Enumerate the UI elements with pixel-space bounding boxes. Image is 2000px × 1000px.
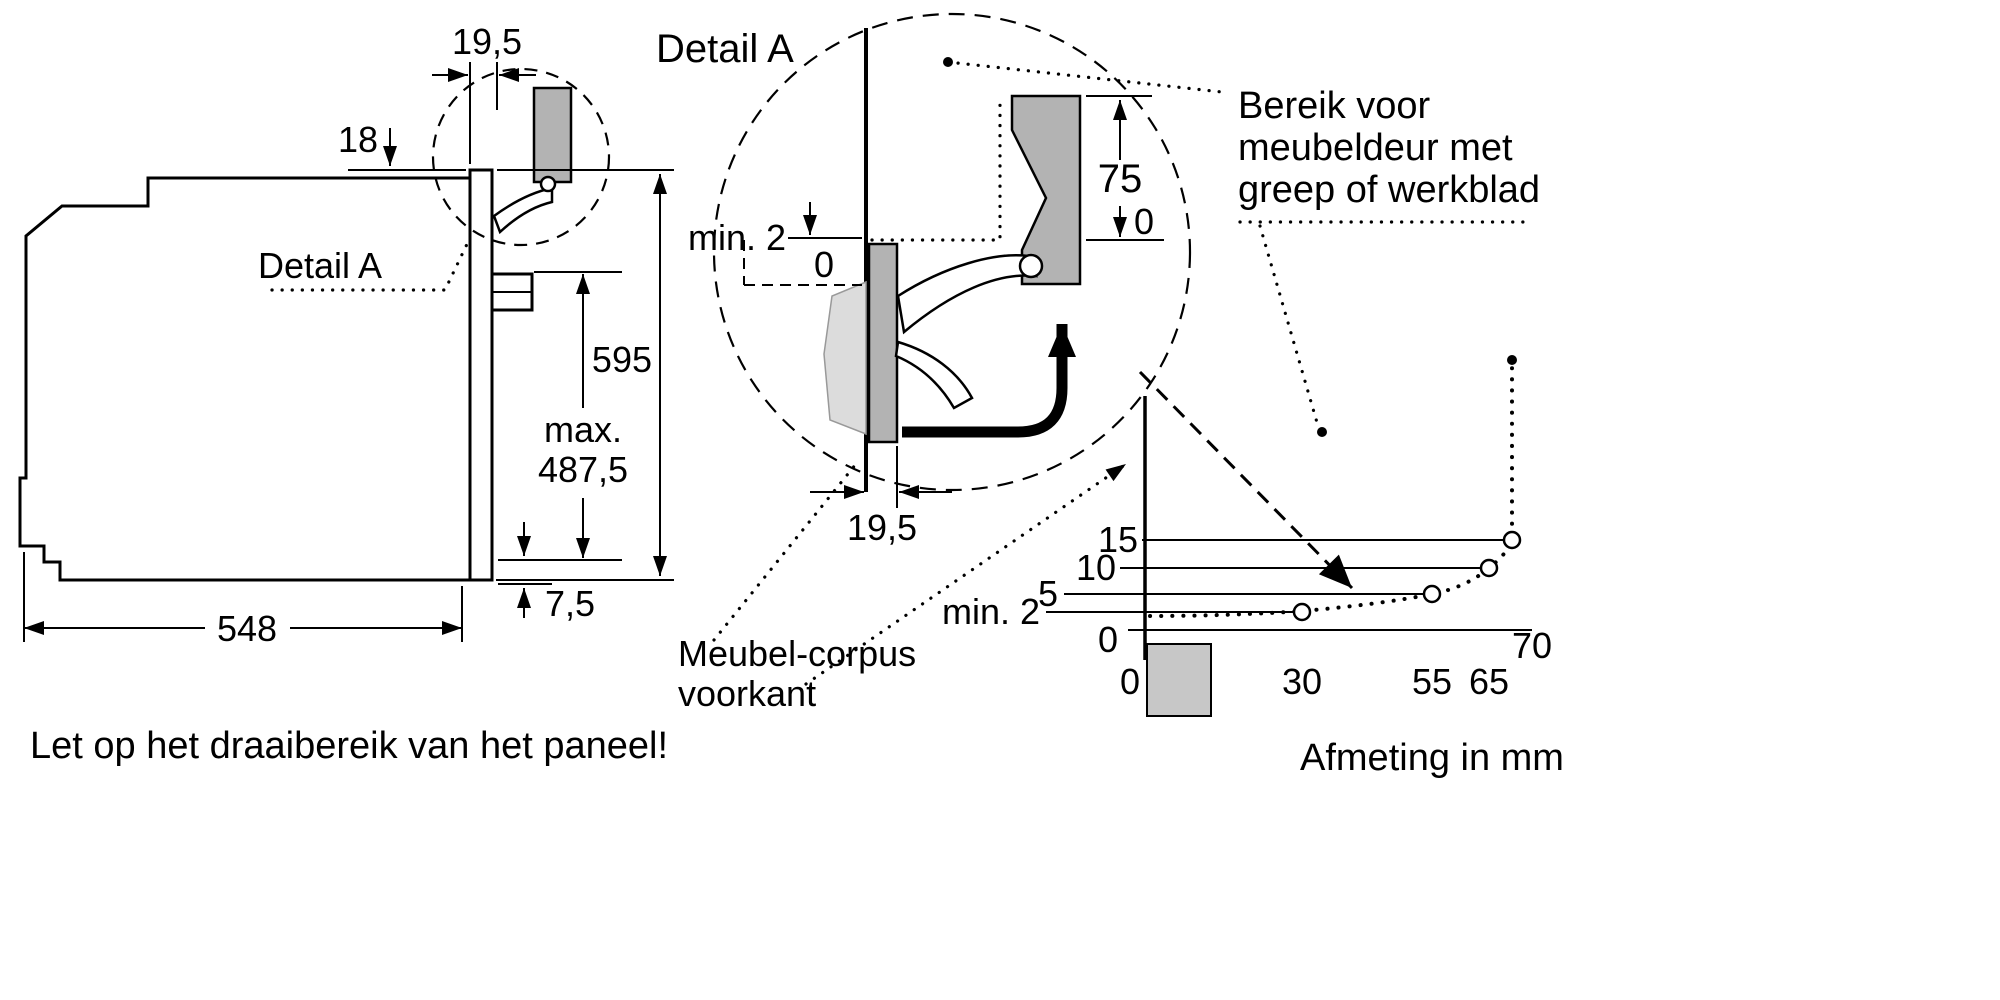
- chart-curve-top-dot: [1507, 355, 1517, 365]
- dim-label-max: max.: [544, 409, 622, 450]
- detail-a-circle: [712, 12, 1192, 492]
- y-tick-0: 0: [1098, 619, 1118, 660]
- clearance-chart: [1046, 355, 1532, 717]
- corpus-section: [1146, 643, 1212, 717]
- dim-label-548: 548: [217, 608, 277, 649]
- y-tick-min2: min. 2: [942, 591, 1040, 632]
- chart-dotted-curve: [1148, 360, 1514, 618]
- chart-marker-70: [1502, 530, 1522, 550]
- corpus-leader-dotted-arrow: [804, 462, 1128, 686]
- hinge-arm-upper: [896, 254, 1038, 335]
- detail-a-title: Detail A: [656, 27, 794, 71]
- oven-front-frame: [468, 168, 494, 582]
- oven-body-outline: [18, 176, 470, 582]
- y-tick-15: 15: [1098, 519, 1138, 560]
- hinge-arm-lower: [894, 340, 974, 410]
- detail-to-chart-dashed-arrow: [1138, 370, 1354, 590]
- furniture-door-panel: [867, 242, 899, 444]
- x-tick-55: 55: [1412, 661, 1452, 702]
- dim-label-panel-19-5: 19,5: [847, 507, 917, 548]
- dim-label-487-5: 487,5: [538, 449, 628, 490]
- dim-label-75: 75: [1098, 157, 1143, 201]
- left-dimensions: [23, 62, 674, 642]
- corpus-label-line1: Meubel-corpus: [678, 633, 916, 674]
- dim-label-min-2: min. 2: [688, 217, 786, 258]
- hinge-pivot: [1018, 253, 1044, 279]
- detail-a-leader-dotted: [270, 240, 470, 292]
- detail-dimensions: [712, 95, 1164, 686]
- range-note-line1: Bereik voor: [1238, 85, 1431, 127]
- detail-a-view: [712, 12, 1192, 492]
- x-tick-30: 30: [1282, 661, 1322, 702]
- dim-label-7-5: 7,5: [545, 583, 595, 624]
- y-tick-10: 10: [1076, 547, 1116, 588]
- chart-marker-55: [1422, 584, 1442, 604]
- furniture-door-section-small: [532, 86, 573, 184]
- range-leader-dotted: [946, 60, 1224, 94]
- leader-dot: [1317, 427, 1327, 437]
- dim-label-595: 595: [592, 339, 652, 380]
- range-diagonal-dotted: [1258, 224, 1320, 428]
- chart-marker-30: [1292, 602, 1312, 622]
- x-tick-0: 0: [1120, 661, 1140, 702]
- chart-marker-65: [1479, 558, 1499, 578]
- detail-a-label: Detail A: [258, 245, 382, 286]
- door-range-dotted: [870, 98, 1002, 242]
- corpus-leader-dotted: [712, 462, 858, 642]
- range-note-line3: greep of werkblad: [1238, 169, 1540, 211]
- chart-unit-label: Afmeting in mm: [1300, 737, 1564, 779]
- range-annotation: [943, 57, 1530, 437]
- x-tick-65: 65: [1469, 661, 1509, 702]
- door-swing-arrow: [902, 324, 1076, 438]
- x-tick-70: 70: [1512, 625, 1552, 666]
- hinge-pivot-small: [539, 175, 557, 193]
- y-tick-5: 5: [1038, 573, 1058, 614]
- hinge-arm-small: [492, 186, 554, 235]
- door-open-position: [823, 280, 867, 436]
- warning-note: Let op het draaibereik van het paneel!: [30, 725, 668, 767]
- detail-a-marker-circle: [431, 67, 611, 247]
- range-note-line2: meubeldeur met: [1238, 127, 1513, 169]
- corpus-label-line2: voorkant: [678, 673, 816, 714]
- dim-label-18: 18: [338, 119, 378, 160]
- oven-side-view: [18, 67, 611, 582]
- zero-label-travel: 0: [1134, 201, 1154, 242]
- dim-label-19-5: 19,5: [452, 21, 522, 62]
- zero-label-door: 0: [814, 244, 834, 285]
